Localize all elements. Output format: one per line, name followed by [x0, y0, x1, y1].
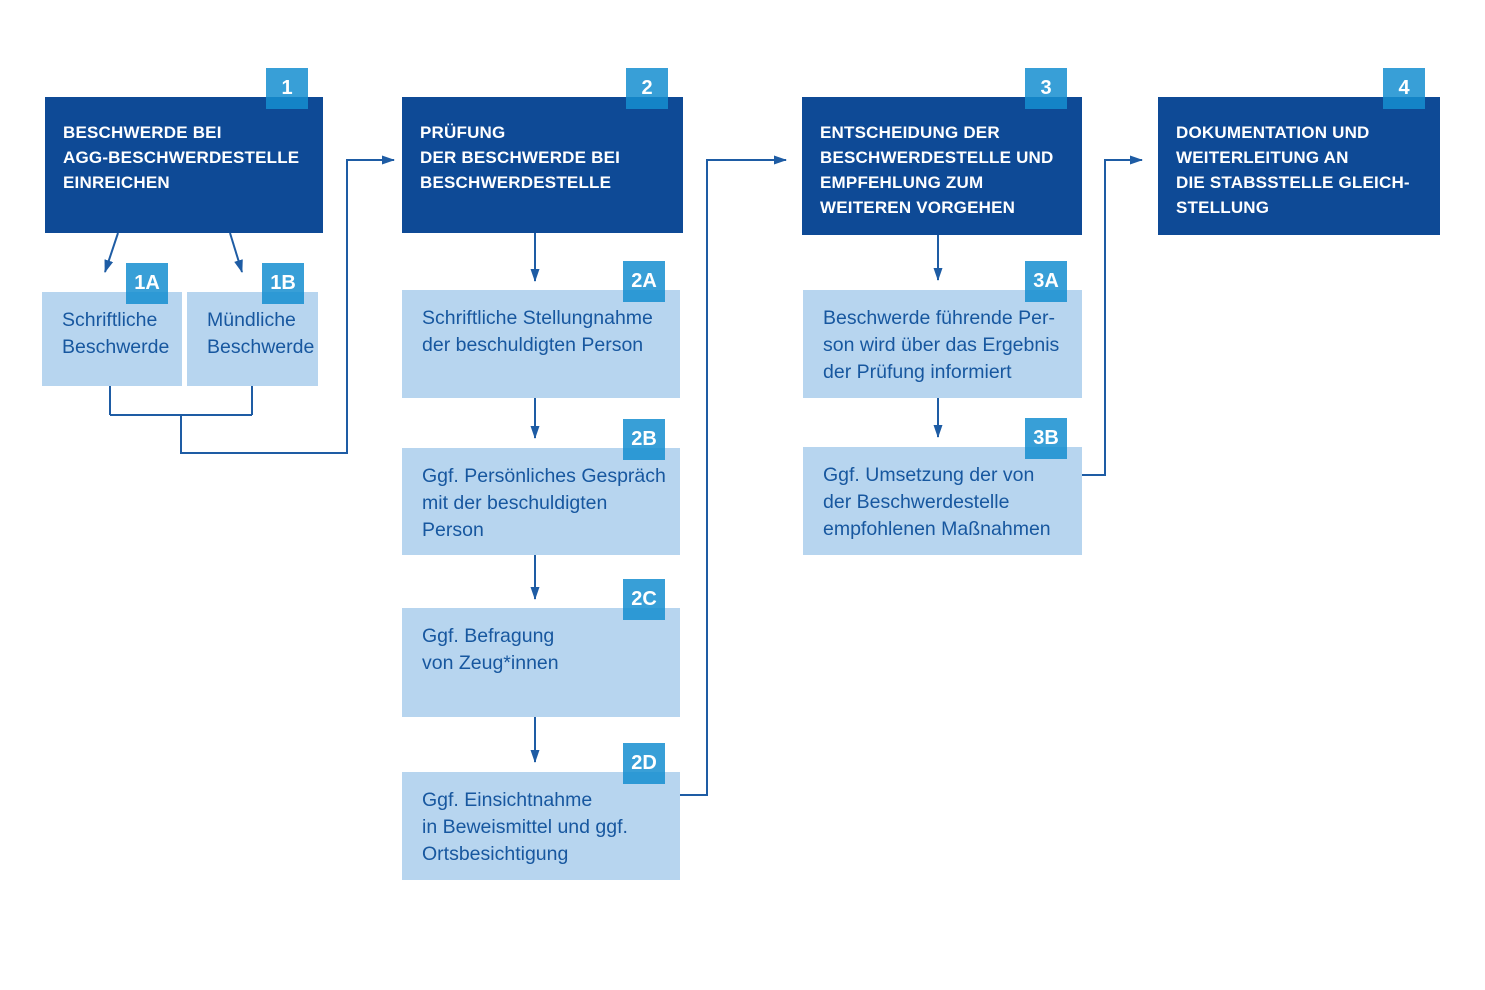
- connector-step2d-to-step3: [680, 155, 787, 796]
- step-1b-badge: 1B: [262, 263, 304, 304]
- step-2-badge: 2: [626, 68, 668, 109]
- step-3a-box: 3A Beschwerde führende Per- son wird übe…: [803, 261, 1082, 398]
- step-3b-badge: 3B: [1025, 418, 1067, 459]
- step-3a-text: Beschwerde führende Per- son wird über d…: [823, 307, 1060, 383]
- step-2a-text: Schriftliche Stellungnahme der beschuldi…: [422, 307, 653, 356]
- step-4-badge: 4: [1383, 68, 1425, 109]
- step-1b-box: 1B Mündliche Beschwerde: [187, 263, 318, 386]
- step-2c-text: Ggf. Befragung von Zeug*innen: [422, 625, 559, 674]
- step-1a-text: Schriftliche Beschwerde: [62, 309, 170, 358]
- step-2b-box: 2B Ggf. Persönliches Gespräch mit der be…: [402, 419, 680, 555]
- step-4-box: 4 DOKUMENTATION UND WEITERLEITUNG AN DIE…: [1158, 68, 1440, 235]
- step-2c-badge: 2C: [623, 579, 665, 620]
- step-4-title: DOKUMENTATION UND WEITERLEITUNG AN DIE S…: [1176, 123, 1410, 217]
- step-3b-text: Ggf. Umsetzung der von der Beschwerdeste…: [823, 464, 1051, 540]
- step-1-badge: 1: [266, 68, 308, 109]
- step-2d-box: 2D Ggf. Einsichtnahme in Beweismittel un…: [402, 743, 680, 880]
- step-2a-badge: 2A: [623, 261, 665, 302]
- step-1-box: 1 BESCHWERDE BEI AGG-BESCHWERDESTELLE EI…: [45, 68, 323, 233]
- step-2d-badge: 2D: [623, 743, 665, 784]
- step-2b-text: Ggf. Persönliches Gespräch mit der besch…: [422, 465, 666, 541]
- step-2c-box: 2C Ggf. Befragung von Zeug*innen: [402, 579, 680, 717]
- step-3a-badge: 3A: [1025, 261, 1067, 302]
- step-1a-box: 1A Schriftliche Beschwerde: [42, 263, 182, 386]
- step-3-badge: 3: [1025, 68, 1067, 109]
- step-2-box: 2 PRÜFUNG DER BESCHWERDE BEI BESCHWERDES…: [402, 68, 683, 233]
- arrow-step1-to-step1b: [229, 232, 243, 273]
- connector-step3b-to-step4: [1082, 155, 1143, 476]
- step-3b-box: 3B Ggf. Umsetzung der von der Beschwerde…: [803, 418, 1082, 555]
- step-1a-badge: 1A: [126, 263, 168, 304]
- step-1b-text: Mündliche Beschwerde: [207, 309, 315, 358]
- step-3-box: 3 ENTSCHEIDUNG DER BESCHWERDESTELLE UND …: [802, 68, 1082, 235]
- step-3-title: ENTSCHEIDUNG DER BESCHWERDESTELLE UND EM…: [820, 123, 1054, 217]
- arrow-step1-to-step1a: [104, 232, 119, 273]
- step-2a-box: 2A Schriftliche Stellungnahme der beschu…: [402, 261, 680, 398]
- step-2b-badge: 2B: [623, 419, 665, 460]
- step-1-title: BESCHWERDE BEI AGG-BESCHWERDESTELLE EINR…: [63, 123, 300, 192]
- step-2-title: PRÜFUNG DER BESCHWERDE BEI BESCHWERDESTE…: [420, 123, 621, 192]
- step-2d-text: Ggf. Einsichtnahme in Beweismittel und g…: [422, 789, 628, 865]
